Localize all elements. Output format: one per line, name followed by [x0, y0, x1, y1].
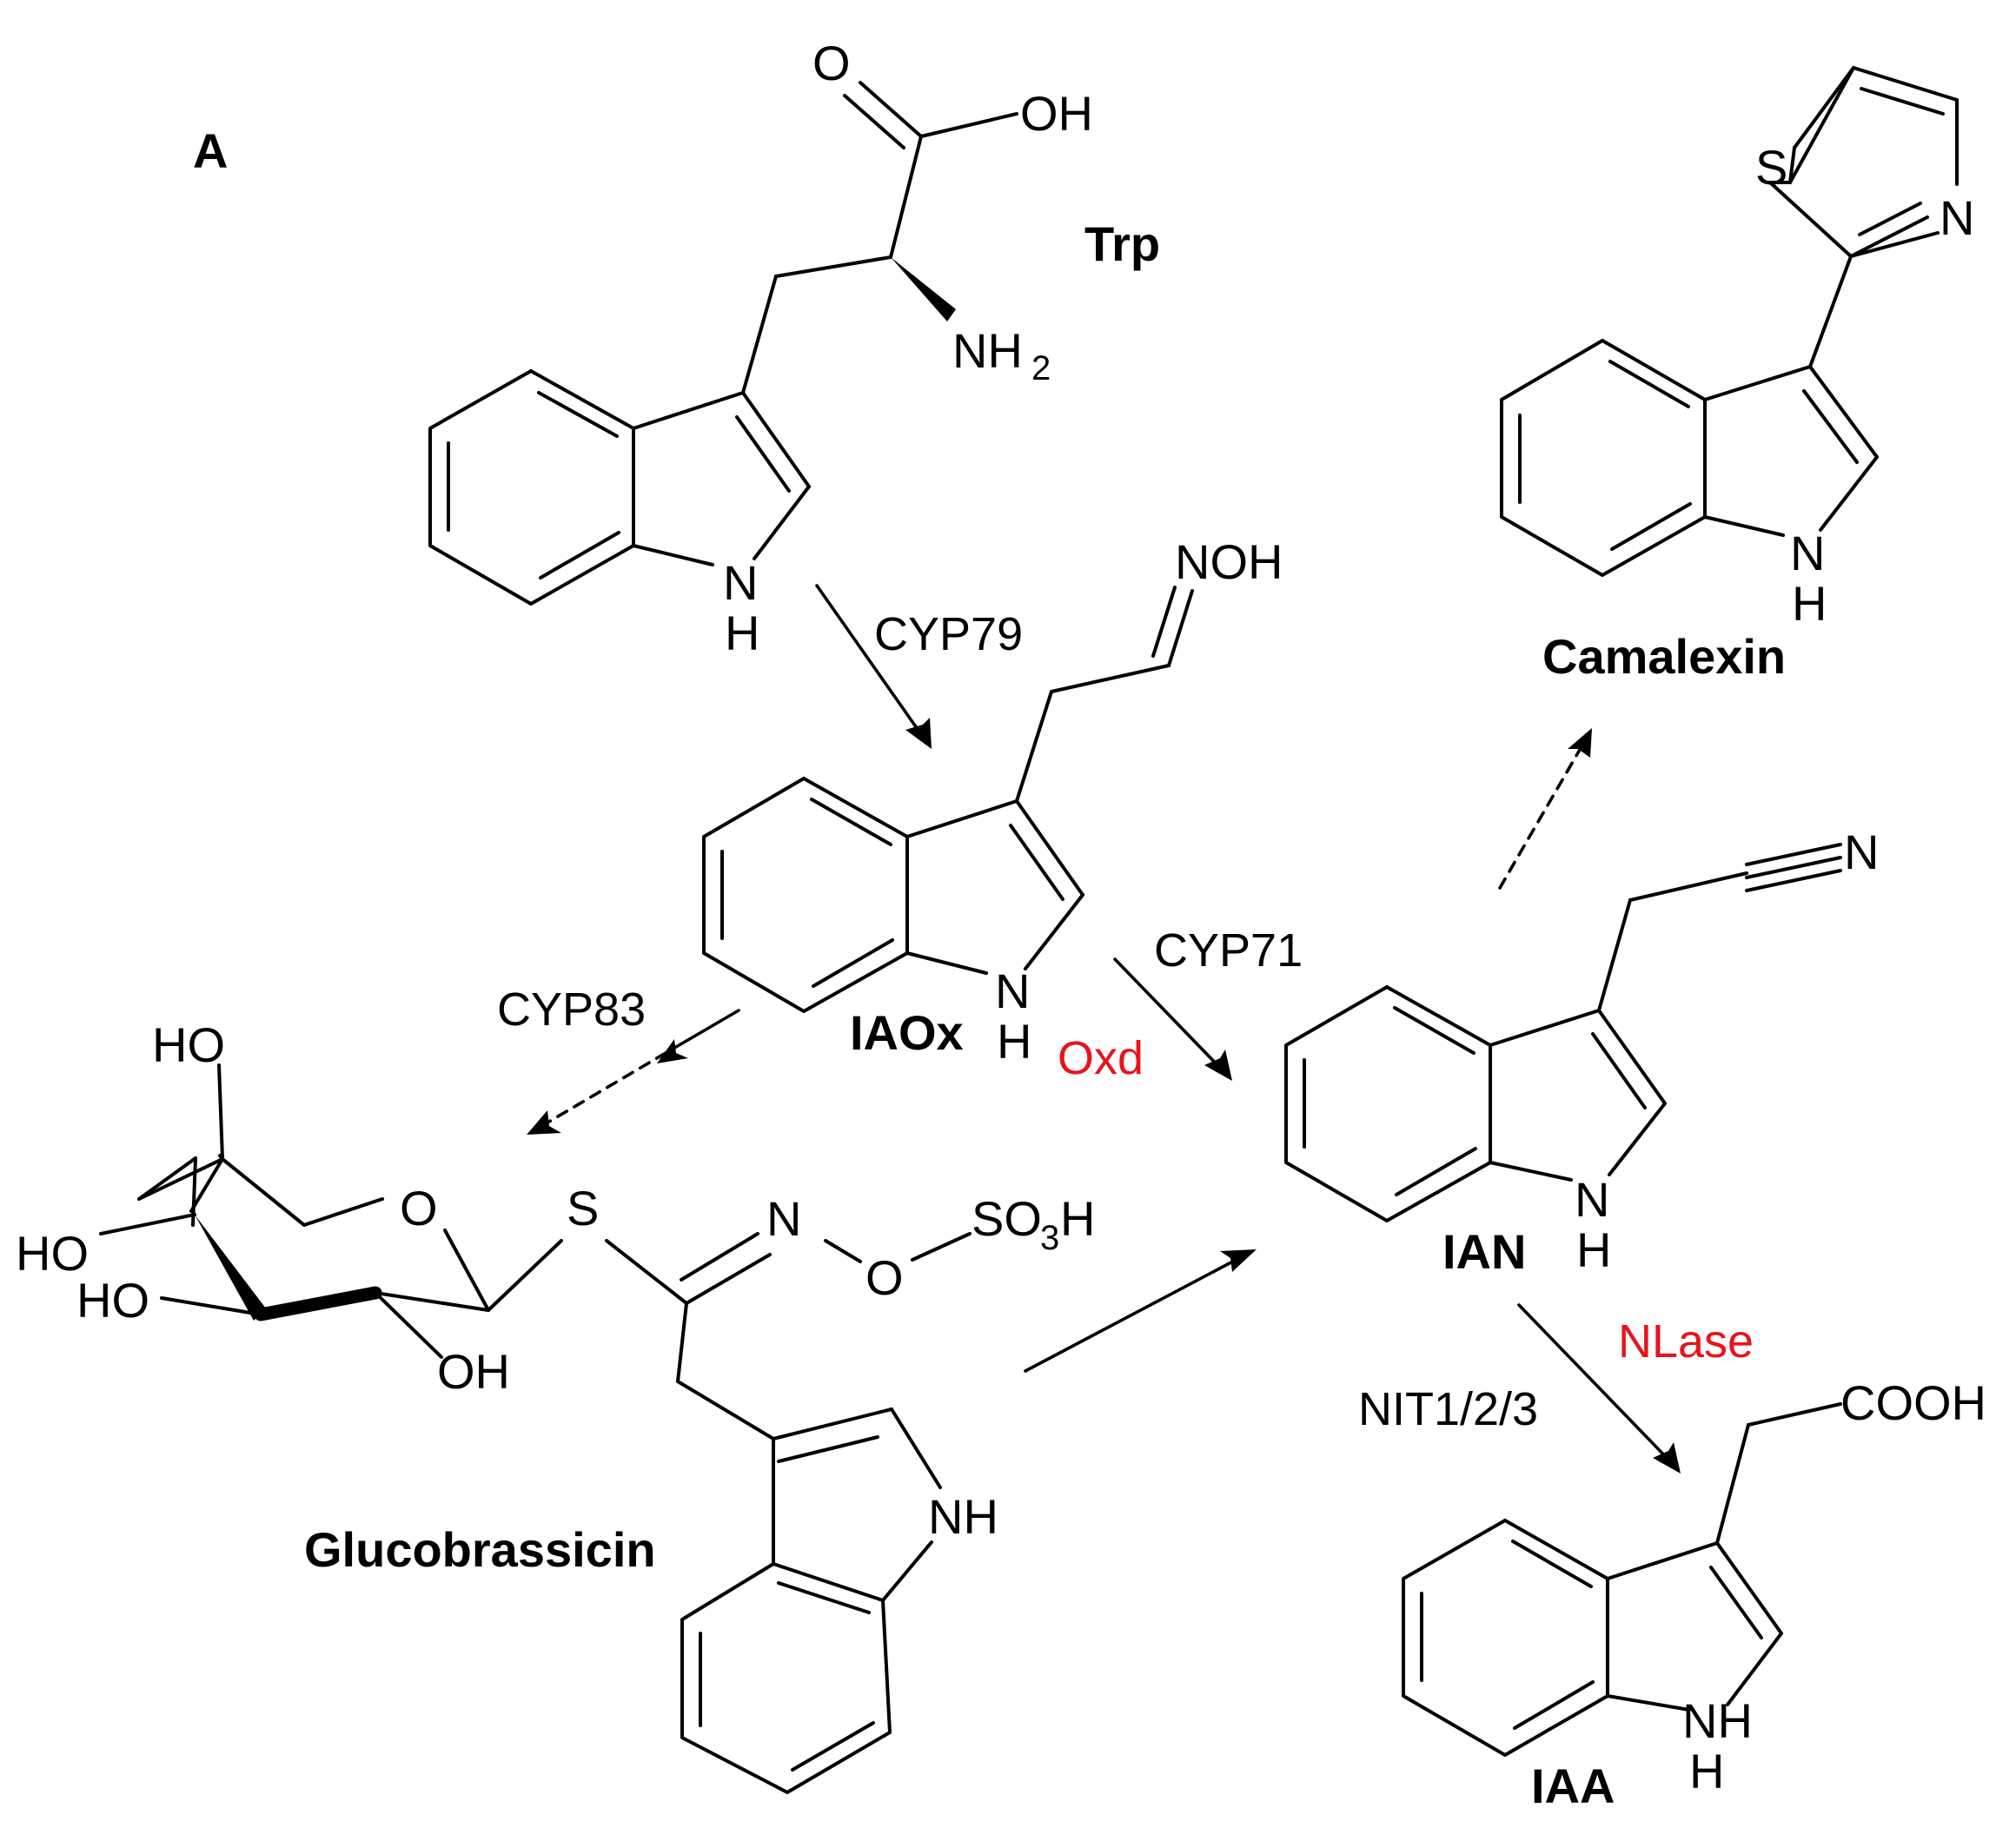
glucobrassicin-so3h-a: SO [972, 1191, 1042, 1246]
iaox-label: IAOx [850, 1005, 964, 1060]
arrow-trp-to-iaox [815, 584, 932, 749]
ian-structure [1284, 843, 1842, 1222]
trp-amine-nh: NH [952, 323, 1023, 378]
ian-indole-n: N [1575, 1172, 1609, 1227]
cyp83-label: CYP83 [497, 984, 646, 1036]
glucobrassicin-s: S [567, 1181, 599, 1235]
trp-acid-oh: OH [1020, 86, 1093, 141]
nit-label: NIT1/2/3 [1358, 1383, 1538, 1435]
panel-label: A [193, 123, 228, 178]
camalexin-indole-h: H [1792, 576, 1827, 631]
trp-label: Trp [1084, 216, 1160, 271]
trp-carbonyl-o: O [812, 36, 851, 90]
camalexin-s: S [1755, 140, 1787, 195]
iaox-indole-n: N [995, 964, 1030, 1018]
glucobrassicin-so3h-b: H [1060, 1191, 1095, 1246]
glucobrassicin-o: O [865, 1250, 904, 1305]
trp-indole-h: H [725, 606, 759, 660]
oxd-label: Oxd [1058, 1032, 1144, 1084]
iaa-indole-h: H [1689, 1744, 1724, 1798]
cyp79-label: CYP79 [874, 608, 1023, 660]
glucobrassicin-oh-2: OH [437, 1344, 510, 1399]
iaa-indole-nh: NH [1682, 1693, 1753, 1748]
glucobrassicin-ch2oh: HO [152, 1017, 225, 1072]
glucobrassicin-label: Glucobrassicin [304, 1522, 656, 1577]
arrow-ian-to-camalexin [1498, 728, 1592, 890]
iaox-structure [702, 586, 1194, 1013]
iaox-noh: NOH [1175, 534, 1283, 589]
iaa-structure [1402, 1402, 1842, 1757]
camalexin-label: Camalexin [1542, 629, 1786, 684]
ian-label: IAN [1442, 1224, 1526, 1279]
glucobrassicin-n: N [766, 1191, 801, 1246]
arrow-iaox-to-glucobrassicin [527, 1009, 740, 1135]
ian-indole-h: H [1576, 1222, 1611, 1277]
arrow-glucobrassicin-to-ian [1024, 1249, 1257, 1373]
iaa-cooh: COOH [1840, 1375, 1986, 1430]
glucobrassicin-ring-o: O [400, 1181, 438, 1235]
trp-structure [428, 81, 1018, 606]
ian-nitrile-n: N [1844, 825, 1879, 879]
glucobrassicin-structure [99, 1063, 972, 1794]
iaa-label: IAA [1531, 1758, 1615, 1813]
camalexin-structure [1500, 66, 1959, 577]
trp-indole-n: N [723, 555, 758, 610]
glucobrassicin-ho-4: HO [16, 1226, 89, 1281]
arrow-ian-to-iaa [1517, 1303, 1681, 1474]
glucobrassicin-so3h-sub: 3 [1040, 1219, 1059, 1257]
cyp71-label: CYP71 [1154, 924, 1303, 977]
camalexin-indole-n: N [1790, 526, 1825, 580]
glucobrassicin-indole-nh: NH [928, 1489, 998, 1544]
iaox-indole-h: H [997, 1014, 1031, 1069]
arrow-iaox-to-ian [1113, 957, 1232, 1081]
nlase-label: NLase [1618, 1315, 1754, 1368]
camalexin-thiazole-n: N [1940, 190, 1974, 245]
trp-amine-sub: 2 [1031, 349, 1051, 387]
glucobrassicin-ho-3: HO [76, 1273, 149, 1328]
